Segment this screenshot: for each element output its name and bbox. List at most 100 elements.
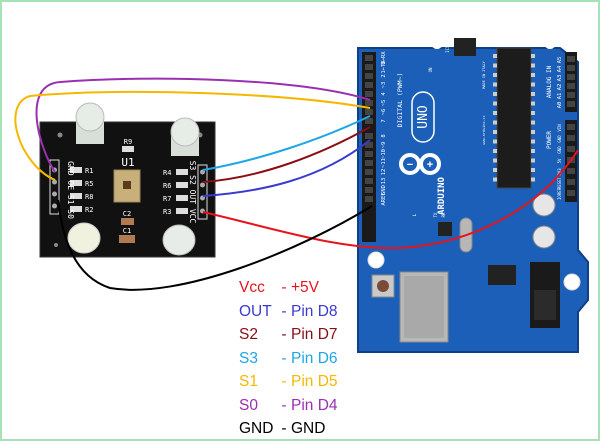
chip-leg (493, 54, 497, 58)
resistor-label: R5 (85, 180, 93, 188)
mounting-hole (57, 132, 63, 138)
capacitor (532, 193, 556, 217)
legend-signal: OUT (239, 302, 272, 320)
legend-separator: - (281, 373, 287, 390)
wire-gnd-gnd (57, 199, 373, 291)
chip-leg (531, 111, 535, 115)
sensor-pin (200, 182, 205, 188)
website-label: www.arduino.cc (482, 115, 486, 145)
resistor (176, 169, 188, 175)
analog-pin-label: A4 (557, 65, 563, 72)
chip-leg (531, 73, 535, 77)
wire-out-d8 (202, 139, 371, 197)
digital-pin-socket (365, 142, 373, 148)
chip-leg (531, 139, 535, 144)
sensor-pin (52, 191, 57, 197)
digital-pin-socket (365, 91, 373, 97)
legend-target: Pin D4 (291, 396, 338, 414)
chip-leg (531, 82, 535, 87)
power-pin-socket (567, 168, 575, 174)
legend-row: GND-GND (239, 417, 338, 441)
chip-leg (493, 120, 497, 125)
legend-row: S3-Pin D6 (239, 347, 338, 371)
mounting-hole (431, 37, 443, 49)
wire-s3-d6 (202, 115, 371, 171)
chip-leg (531, 54, 535, 58)
chip-leg (531, 92, 535, 96)
legend-target: Pin D6 (291, 349, 338, 367)
left-header-label: GND OE S1 S0 (66, 161, 75, 219)
mounting-hole (563, 273, 581, 291)
chip-label: U1 (121, 156, 134, 169)
left-header (49, 159, 60, 215)
model-label: UNO (416, 105, 431, 129)
brand-label: ARDUINO (437, 176, 447, 215)
digital-pin-label: ~11 (381, 158, 387, 168)
resistor-label: R2 (85, 206, 93, 214)
analog-pin-label: A1 (557, 93, 563, 100)
digital-pin-label: 4 (381, 92, 387, 96)
resistor (176, 182, 188, 188)
chip-leg (531, 168, 535, 172)
right-header-label: S3 S2 OUT VCC (188, 161, 197, 224)
analog-pin-socket (567, 65, 575, 71)
digital-pin-socket (365, 133, 373, 139)
analog-pin-socket (567, 74, 575, 80)
chip-leg (493, 158, 497, 163)
digital-pin-socket (365, 178, 373, 184)
legend-signal: S2 (239, 326, 258, 343)
analog-pin-socket (567, 92, 575, 98)
photodiode-array (123, 181, 131, 189)
chip-leg (531, 130, 535, 134)
capacitor-c1 (119, 235, 135, 243)
legend-signal: S3 (239, 349, 258, 367)
digital-pin-label: 13 (381, 178, 387, 185)
digital-pin-label: GND (381, 185, 387, 195)
tcs3200-chip (113, 169, 141, 203)
chip-leg (493, 73, 497, 77)
power-pin-label: GND (557, 135, 562, 143)
legend-row: S1-Pin D5 (239, 370, 338, 394)
usb-chip (438, 222, 452, 236)
legend-signal: GND (239, 420, 274, 437)
wires (14, 77, 579, 291)
legend-row: OUT-Pin D8 (239, 300, 338, 324)
power-jack-inner (534, 290, 556, 320)
mounting-hole (367, 251, 385, 269)
digital-pin-socket (365, 100, 373, 106)
analog-pin-label: A5 (557, 57, 563, 64)
power-pin-socket (567, 135, 575, 141)
resistor-label: R1 (85, 167, 93, 175)
arduino-logo: + − (399, 153, 441, 175)
on-label: ON (428, 67, 433, 72)
power-pin-label: 5V (557, 158, 562, 163)
chip-leg (493, 130, 497, 134)
resistor (176, 195, 188, 201)
legend-row: Vcc-+5V (239, 276, 338, 300)
resistor-label: R9 (124, 138, 132, 146)
legend-target: +5V (291, 279, 320, 296)
chip-leg (493, 63, 497, 68)
analog-pin-socket (567, 83, 575, 89)
analog-pin-socket (567, 101, 575, 107)
wire-s1-d5 (14, 91, 371, 181)
chip-leg (531, 149, 535, 153)
resistor-label: R6 (163, 182, 171, 190)
rx-label: RX (441, 212, 446, 217)
analog-pin-label: A0 (557, 102, 563, 109)
digital-pin-label: ~10 (381, 149, 387, 159)
chip-leg (493, 168, 497, 172)
digital-pin-socket (365, 196, 373, 202)
c1-label: C1 (123, 227, 131, 235)
reset-button-cap[interactable] (377, 280, 389, 292)
chip-leg (531, 63, 535, 68)
legend-row: S0-Pin D4 (239, 394, 338, 418)
analog-pin-socket (567, 56, 575, 62)
digital-pin-socket (365, 73, 373, 79)
resistor-label: R4 (163, 169, 171, 177)
digital-pin-label: AREF (381, 192, 387, 205)
digital-pin-socket (365, 151, 373, 157)
chip-leg (493, 92, 497, 96)
resistor (70, 206, 82, 212)
